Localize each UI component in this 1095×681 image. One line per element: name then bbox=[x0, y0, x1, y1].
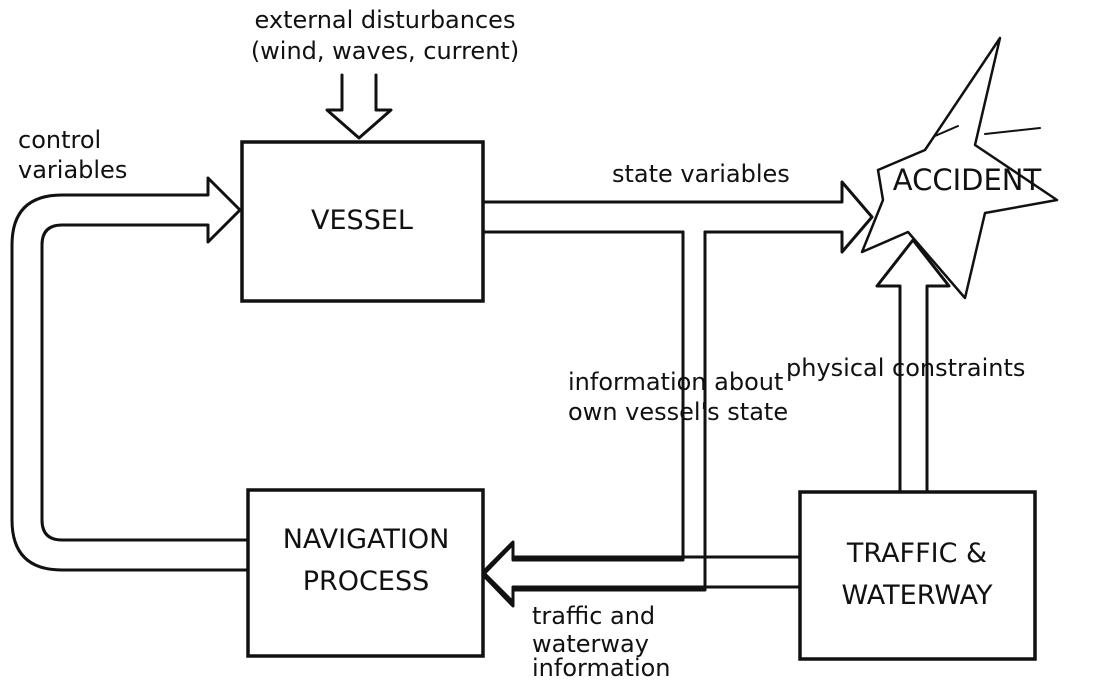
physical-constraints-arrow bbox=[875, 238, 951, 494]
external-disturbances-line2: (wind, waves, current) bbox=[251, 37, 519, 65]
control-variables-line2: variables bbox=[18, 156, 127, 184]
accident-starburst bbox=[860, 36, 1059, 300]
traffic-info-arrow bbox=[481, 540, 802, 604]
physical-constraints-label: physical constraints bbox=[786, 354, 1025, 382]
external-disturbances-line1: external disturbances bbox=[255, 6, 516, 34]
control-loop-arrow bbox=[10, 176, 250, 572]
vessel-box bbox=[240, 140, 485, 303]
state-variables-arrow bbox=[481, 180, 874, 254]
vessel-label: VESSEL bbox=[311, 205, 413, 236]
control-variables-line1: control bbox=[18, 126, 101, 154]
traffic-label-line2: WATERWAY bbox=[842, 580, 993, 611]
traffic-info-line1: traffic and bbox=[532, 602, 655, 630]
traffic-label-line1: TRAFFIC & bbox=[846, 538, 987, 569]
disturbance-arrow bbox=[325, 73, 393, 140]
traffic-info-line2: waterway bbox=[532, 630, 649, 658]
navigation-label-line1: NAVIGATION bbox=[283, 524, 450, 555]
accident-starburst-accent bbox=[934, 125, 1041, 137]
navigation-label-line2: PROCESS bbox=[303, 566, 429, 597]
navigation-process-box bbox=[246, 488, 485, 658]
state-variables-label: state variables bbox=[612, 160, 790, 188]
own-vessel-state-line1: information about bbox=[568, 368, 783, 396]
traffic-waterway-box bbox=[798, 490, 1037, 661]
traffic-info-line3: information bbox=[532, 654, 671, 681]
accident-label: ACCIDENT bbox=[893, 163, 1042, 197]
own-vessel-state-line2: own vessel's state bbox=[568, 398, 788, 426]
